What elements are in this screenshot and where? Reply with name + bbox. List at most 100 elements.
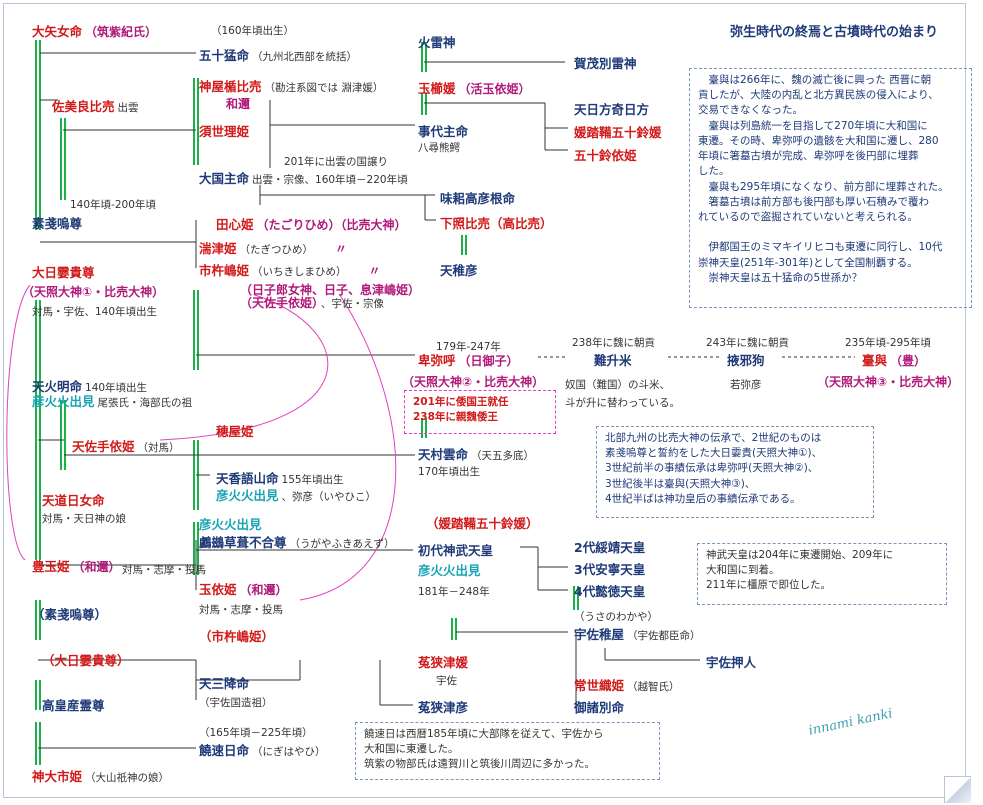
- note-line: 3世紀後半は臺與(天照大神③)、: [605, 477, 756, 490]
- person-ajisuki: 味耜高彦根命: [440, 190, 515, 206]
- person-name: 高皇産霊尊: [42, 698, 105, 713]
- person-amenomurakumo-d: 170年頃出生: [418, 462, 480, 478]
- person-name: （大日孁貴尊）: [42, 653, 130, 668]
- person-name: （165年頃－225年頃）: [199, 727, 313, 739]
- person-name: 235年頃-295年頃: [845, 337, 931, 349]
- person-name: 事代主命: [418, 124, 469, 139]
- person-susa: 素戔嗚尊: [32, 215, 82, 231]
- person-date: （160年頃出生）: [211, 25, 295, 37]
- person-usawakaya: （うさのわかや）: [574, 607, 658, 623]
- person-itakeru: 五十猛命（九州北西部を統括）（160年頃出生）: [199, 26, 357, 63]
- person-kotoshiro: 事代主命八尋熊鰐: [418, 123, 468, 154]
- person-name: 宇佐: [436, 675, 457, 687]
- person-amenomichi-loc: 対馬・天日神の娘: [42, 509, 126, 525]
- person-name: 味耜高彦根命: [440, 191, 516, 206]
- person-nashime-date: 238年に魏に朝貢: [572, 333, 655, 349]
- person-toyotama: 豊玉姫（和邇）: [32, 558, 121, 574]
- person-name: 玉櫛媛: [418, 81, 456, 96]
- person-tamayorihime-loc: 対馬・志摩・投馬: [199, 600, 283, 616]
- person-ichiki: 市杵嶋姫（いちきしまひめ）〃: [199, 262, 381, 278]
- person-note: （筑紫紀氏）: [85, 25, 158, 39]
- person-name: （市杵嶋姫）: [199, 629, 275, 644]
- person-suseri: 須世理姫: [199, 123, 249, 139]
- note-line: [698, 225, 963, 240]
- person-takami: 高皇産霊尊: [42, 697, 105, 713]
- person-note: （日御子）: [458, 354, 519, 368]
- person-name: 彦火火出見: [216, 488, 279, 503]
- person-name: 宇佐稚屋: [574, 627, 625, 642]
- person-mimorowake: 御諸別命: [574, 699, 624, 715]
- person-name: 素戔嗚尊: [32, 216, 83, 231]
- person-homusubi: 火雷神: [418, 34, 456, 50]
- person-name: （宇佐国造祖）: [199, 697, 273, 709]
- person-name: 難升米: [594, 353, 632, 368]
- person-note: （活玉依姫）: [458, 82, 531, 96]
- person-usatsuhime-note: 宇佐: [436, 671, 457, 687]
- person-usatsuhime: 菟狭津媛: [418, 654, 468, 670]
- person-hikohohodemi3: 彦火火出見: [199, 516, 262, 532]
- person-name: 媛踏鞴五十鈴媛: [574, 125, 662, 140]
- person-kokuyuzuri: 201年に出雲の国譲り: [284, 152, 388, 168]
- page-curl: [944, 776, 971, 803]
- person-name: （日子郎女神、日子、息津嶋姫）: [240, 283, 421, 297]
- person-name: 天村雲命: [418, 447, 469, 462]
- person-name: 天香語山命: [216, 471, 279, 486]
- person-susa2: （素戔嗚尊）: [32, 606, 107, 622]
- person-note: （うがやふきあえず）: [289, 538, 395, 550]
- person-name: 鸕鷀草葺不合尊: [199, 535, 287, 550]
- person-name: 湍津姫: [199, 241, 237, 256]
- person-ichiki-alias1: （日子郎女神、日子、息津嶋姫）: [240, 281, 420, 297]
- person-amenomikudari: 天三降命: [199, 675, 249, 691]
- person-name: 彦火火出見: [199, 517, 262, 532]
- person-name: 3代安寧天皇: [574, 562, 646, 577]
- note-line: 饒速日は西暦185年頃に大部隊を従えて、宇佐から: [364, 728, 604, 740]
- person-note: （大山祇神の娘）: [85, 772, 170, 784]
- pink-arcs: [6, 284, 397, 601]
- person-hotaka: 穂屋姫: [216, 423, 254, 439]
- diagram-title: 弥生時代の終焉と古墳時代の始まり: [730, 25, 939, 40]
- person-note: （いちきしまひめ）: [252, 266, 347, 278]
- person-name: 火雷神: [418, 35, 456, 50]
- person-name: （天照大神①・比売大神）: [22, 285, 165, 299]
- person-name: 和邇: [226, 97, 251, 111]
- note-line: 臺與は列島統一を目指して270年頃に大和国に: [698, 119, 928, 132]
- note-line: 神武天皇は204年に東遷開始、209年に: [706, 549, 894, 561]
- person-name: 天日方奇日方: [574, 102, 650, 117]
- person-note: （天五多底）: [471, 450, 535, 462]
- person-note: （対馬）: [137, 442, 180, 454]
- person-name: 賀茂別雷神: [574, 56, 637, 71]
- person-note: （にぎはやひ）: [252, 746, 326, 758]
- person-note: （和邇）: [72, 560, 121, 574]
- person-toyo-alias: （天照大神③・比売大神）: [817, 373, 959, 389]
- person-amenomurakumo: 天村雲命（天五多底）: [418, 446, 534, 462]
- person-name: 神大市姫: [32, 769, 83, 784]
- person-kamuoichi: 神大市姫（大山祇神の娘）: [32, 768, 169, 784]
- green-double-lines: [35, 40, 579, 765]
- person-note: （たごりひめ）（比売大神）: [256, 218, 407, 232]
- person-name: 若弥彦: [730, 379, 762, 391]
- person-ohirume-alias: （天照大神①・比売大神）: [22, 283, 164, 299]
- note-box-nigihayahi: 饒速日は西暦185年頃に大部隊を従えて、宇佐から 大和国に東遷した。 筑紫の物部…: [355, 722, 660, 780]
- person-name: 市杵嶋姫: [199, 263, 250, 278]
- note-line: 素戔嗚尊と誓約をした大日孁貴(天照大神①)、: [605, 447, 823, 460]
- person-ugaya: 鸕鷀草葺不合尊（うがやふきあえず）: [199, 534, 395, 550]
- person-ekiyaku-date: 243年に魏に朝貢: [706, 333, 789, 349]
- person-oyame: 大矢女命（筑紫紀氏）: [32, 23, 157, 39]
- person-note: （豊）: [890, 354, 927, 368]
- person-tokoyo: 常世織姫（越智氏）: [574, 677, 680, 693]
- person-name: 御諸別命: [574, 700, 625, 715]
- person-nashime-note1: 奴国（難国）の斗米、: [565, 375, 670, 391]
- person-kamo: 賀茂別雷神: [574, 55, 637, 71]
- person-isuzuyori: 五十鈴依姫: [574, 147, 637, 163]
- person-annei: 3代安寧天皇: [574, 561, 645, 577]
- person-name: （うさのわかや）: [574, 611, 658, 623]
- person-note: 、宇佐・宗像: [321, 298, 385, 310]
- note-line: 北部九州の比売大神の伝承で、2世紀のものは: [605, 432, 822, 444]
- black-connectors: [38, 52, 700, 749]
- note-line: 筑紫の物部氏は遠賀川と筑後川周辺に多かった。: [364, 758, 595, 771]
- note-line: 4世紀半ばは神功皇后の事績伝承である。: [605, 492, 801, 505]
- note-line: 大和国に到着。: [706, 564, 780, 577]
- person-hikohohodemi4: 彦火火出見: [418, 562, 481, 578]
